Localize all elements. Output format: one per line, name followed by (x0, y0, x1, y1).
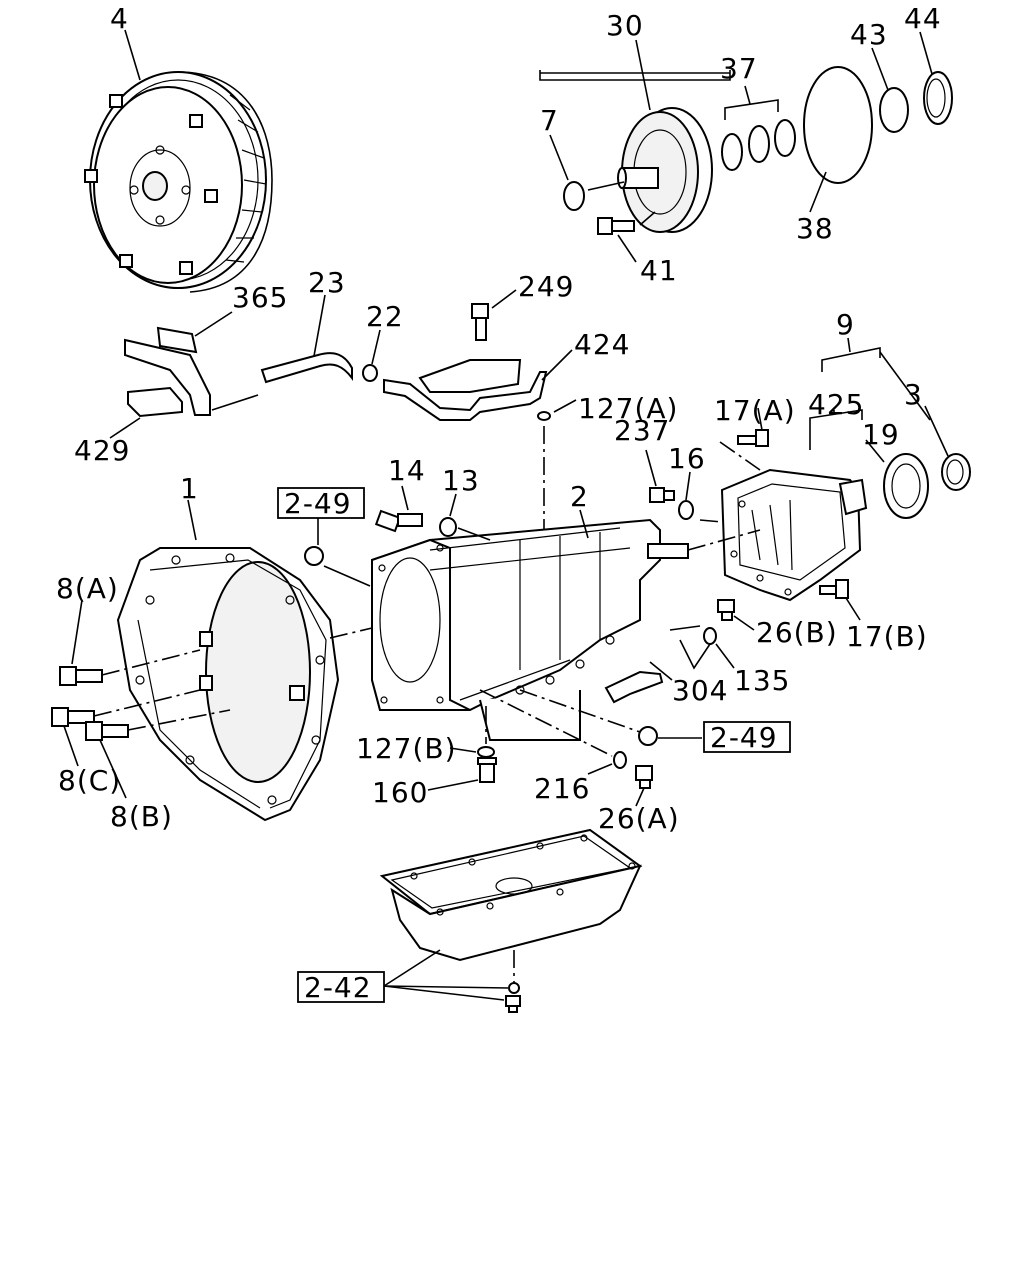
bolt-8c (51, 707, 95, 727)
ref-box-2-49-top[interactable] (277, 487, 365, 519)
oil-pump (617, 107, 713, 233)
clamp-22 (362, 364, 378, 382)
bolt-237 (649, 487, 675, 503)
oring-127a (537, 411, 551, 421)
label-22: 22 (366, 300, 404, 333)
label-2: 2 (570, 480, 589, 513)
bracket-304 (604, 670, 664, 704)
label-13: 13 (442, 464, 480, 497)
seal-3 (941, 453, 971, 491)
seal-44 (923, 71, 953, 125)
label-237: 237 (614, 414, 670, 447)
label-127b: 127(B) (356, 732, 457, 765)
label-14: 14 (388, 454, 426, 487)
label-17a: 17(A) (714, 394, 796, 427)
torque-converter (84, 71, 273, 293)
extension-housing (720, 468, 868, 602)
ref-2-49-right[interactable]: 2-49 (710, 721, 778, 754)
label-26a: 26(A) (598, 802, 680, 835)
label-365: 365 (232, 281, 288, 314)
oring-216 (613, 751, 627, 769)
drain-plug (505, 995, 521, 1013)
label-304: 304 (672, 674, 728, 707)
label-37: 37 (720, 52, 758, 85)
ref-2-49-top[interactable]: 2-49 (284, 487, 352, 520)
label-127a: 127(A) (578, 392, 678, 425)
label-4: 4 (110, 2, 129, 35)
label-425: 425 (808, 388, 864, 421)
gasket-38 (803, 66, 873, 184)
bolt-17b (819, 579, 849, 599)
label-8c: 8(C) (58, 764, 121, 797)
label-135: 135 (734, 664, 790, 697)
label-26b: 26(B) (756, 616, 838, 649)
oring-13 (439, 517, 457, 537)
fitting-14 (374, 509, 423, 533)
label-16: 16 (668, 442, 706, 475)
label-23: 23 (308, 266, 346, 299)
oil-pan (379, 828, 643, 962)
bolt-249 (471, 303, 489, 341)
label-216: 216 (534, 772, 590, 805)
label-8b: 8(B) (110, 800, 173, 833)
label-30: 30 (606, 9, 644, 42)
label-41: 41 (640, 254, 678, 287)
hose-23 (260, 352, 353, 384)
bolt-8a (59, 666, 103, 686)
label-9: 9 (836, 308, 855, 341)
pad-429 (127, 386, 183, 418)
label-38: 38 (796, 212, 834, 245)
washer-16 (678, 500, 694, 520)
plug-160 (477, 757, 497, 783)
ref-2-42[interactable]: 2-42 (304, 971, 372, 1004)
seal-rings-37 (721, 119, 796, 171)
label-44: 44 (904, 2, 942, 35)
oring-135 (703, 627, 717, 645)
bolt-8b (85, 721, 129, 741)
converter-housing (116, 547, 340, 822)
plug-2-49-top (304, 546, 324, 566)
label-160: 160 (372, 776, 428, 809)
plug-26b (717, 599, 735, 621)
ring-43 (879, 87, 909, 133)
gasket-127b (477, 746, 495, 758)
bushing-19 (883, 453, 929, 519)
ref-box-2-49-right[interactable] (703, 721, 791, 753)
label-424: 424 (574, 328, 630, 361)
label-429: 429 (74, 434, 130, 467)
label-8a: 8(A) (56, 572, 119, 605)
ref-box-2-42[interactable] (297, 971, 385, 1003)
plug-2-49-right (638, 726, 658, 746)
label-17b: 17(B) (846, 620, 928, 653)
drain-washer (508, 982, 520, 994)
label-249: 249 (518, 270, 574, 303)
label-19: 19 (862, 418, 900, 451)
transmission-case (371, 518, 689, 741)
bracket-365 (124, 326, 211, 416)
bolt-17a (737, 429, 769, 447)
label-1: 1 (180, 472, 199, 505)
pipe-424 (383, 359, 548, 421)
label-3: 3 (904, 378, 923, 411)
bolt-41 (597, 217, 635, 235)
plug-26a (635, 765, 653, 789)
seal-7 (563, 181, 585, 211)
label-7: 7 (540, 104, 559, 137)
label-43: 43 (850, 18, 888, 51)
